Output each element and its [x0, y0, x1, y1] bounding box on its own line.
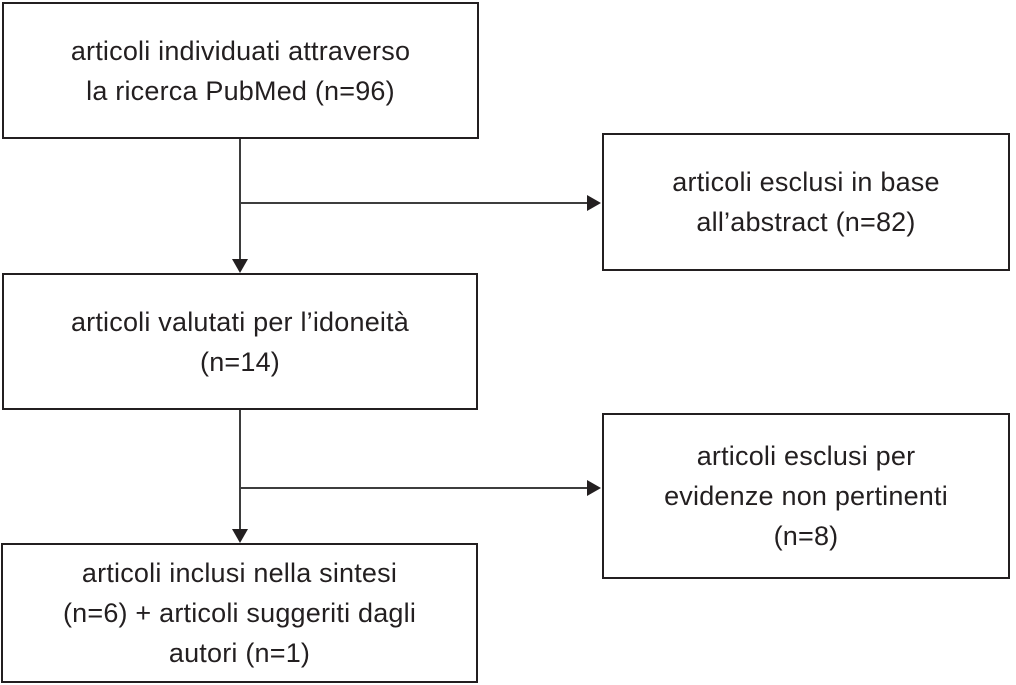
flow-box-excluded-evidence-line-2: evidenze non pertinenti	[664, 481, 948, 511]
flow-box-excluded-evidence-line-1: articoli esclusi per	[696, 441, 916, 471]
flow-box-assessed: articoli valutati per l’idoneità (n=14)	[2, 273, 478, 410]
arrow-right-icon	[587, 195, 601, 211]
flow-box-excluded-abstract: articoli esclusi in base all’abstract (n…	[602, 133, 1010, 271]
flow-box-excluded-evidence: articoli esclusi per evidenze non pertin…	[602, 413, 1010, 579]
connector-identified-to-excluded-abstract-line	[240, 202, 587, 204]
flow-box-identified-line-1: articoli individuati attraverso	[70, 35, 411, 66]
arrow-down-icon	[232, 259, 248, 273]
arrow-right-icon	[587, 480, 601, 496]
flow-box-excluded-abstract-line-2: all’abstract (n=82)	[696, 207, 916, 237]
flow-box-included-line-3: autori (n=1)	[168, 638, 311, 668]
arrow-down-icon	[232, 529, 248, 543]
flow-box-included: articoli inclusi nella sintesi (n=6) + a…	[1, 543, 478, 683]
flow-box-assessed-line-2: (n=14)	[200, 346, 280, 377]
connector-identified-to-assessed-line	[239, 139, 241, 261]
flow-box-identified: articoli individuati attraverso la ricer…	[2, 2, 479, 139]
flow-box-assessed-line-1: articoli valutati per l’idoneità	[70, 306, 410, 337]
connector-assessed-to-excluded-evidence-line	[240, 487, 587, 489]
flow-box-excluded-evidence-line-3: (n=8)	[773, 521, 839, 551]
flow-box-identified-line-2: la ricerca PubMed (n=96)	[86, 75, 395, 106]
flow-box-included-line-1: articoli inclusi nella sintesi	[81, 558, 398, 588]
flow-box-excluded-abstract-line-1: articoli esclusi in base	[672, 167, 940, 197]
connector-assessed-to-included-line	[239, 410, 241, 531]
flow-box-included-line-2: (n=6) + articoli suggeriti dagli	[62, 598, 417, 628]
